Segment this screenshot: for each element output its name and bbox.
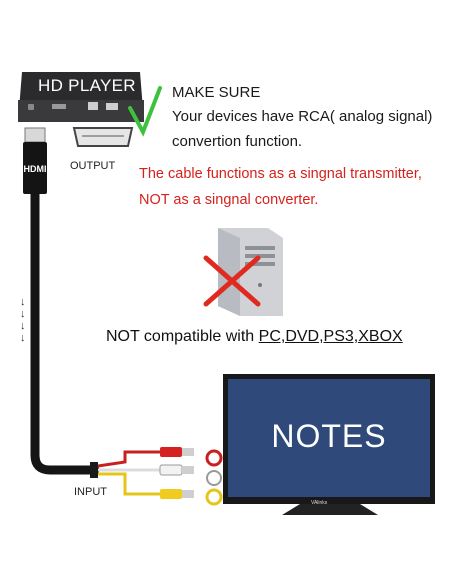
input-label: INPUT — [74, 486, 107, 498]
warning-line-2: NOT as a singnal converter. — [139, 192, 319, 208]
svg-text:HDMI: HDMI — [24, 164, 47, 174]
compatibility-note: NOT compatible with PC,DVD,PS3,XBOX — [106, 328, 403, 346]
tv-screen-text: NOTES — [271, 418, 387, 454]
down-arrows-icon: ↓↓↓↓ — [20, 296, 26, 344]
notice-line-3: convertion function. — [172, 133, 303, 150]
check-icon — [128, 86, 162, 137]
hdmi-plug: HDMI — [23, 127, 47, 194]
pc-tower — [218, 228, 283, 316]
notice-line-1: MAKE SURE — [172, 84, 261, 101]
compat-prefix: NOT compatible with — [106, 328, 259, 345]
rca-breakout — [90, 447, 223, 506]
compat-devices: PC,DVD,PS3,XBOX — [258, 328, 403, 345]
player-title: HD PLAYER — [38, 76, 136, 95]
tv-brand: VAlinks — [311, 500, 328, 506]
output-label: OUTPUT — [70, 160, 116, 172]
cross-icon — [203, 255, 261, 307]
hdmi-cable — [30, 185, 100, 475]
tv-monitor — [223, 374, 435, 515]
hd-player-device — [18, 72, 144, 122]
warning-line-1: The cable functions as a singnal transmi… — [139, 166, 422, 182]
hdmi-output-port — [72, 127, 134, 147]
notice-line-2: Your devices have RCA( analog signal) — [172, 108, 433, 125]
